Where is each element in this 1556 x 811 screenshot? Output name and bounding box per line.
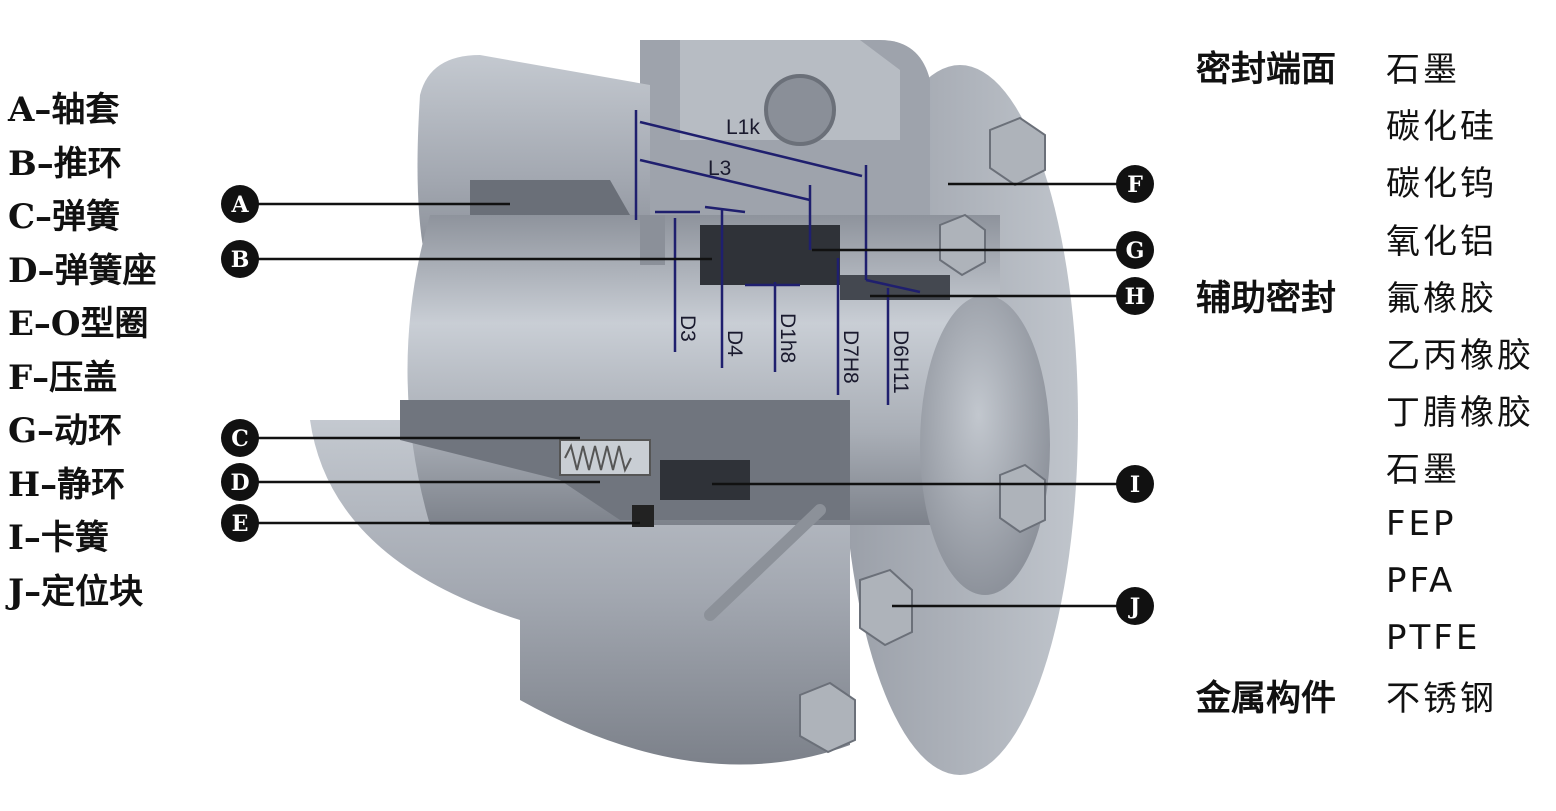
dim-label-d1h8: D1h8 [776,313,799,363]
legend-item-e: E–O型圈 [8,304,149,344]
legend-item-h: H–静环 [8,464,126,505]
material-category: 金属构件 [1196,678,1337,720]
materials-row: 碳化钨 [1196,152,1534,209]
material-value: 氟橡胶 [1386,278,1497,319]
callout-j: J [1116,587,1154,625]
legend-item-i: I–卡簧 [8,518,109,558]
material-value: 石墨 [1386,50,1460,91]
callout-i: I [1116,465,1154,503]
svg-text:D: D [230,470,249,496]
svg-text:B: B [231,247,250,273]
callout-d: D [221,463,259,501]
material-value: PTFE [1386,618,1481,659]
legend-item-g: G–动环 [8,411,123,451]
dim-label-d6h11: D6H11 [889,330,912,394]
dim-tick-d4 [704,205,746,214]
materials-row: 丁腈橡胶 [1196,381,1534,438]
dim-line-l1k [639,120,863,178]
parts-legend: A–轴套 B–推环 C–弹簧 D–弹簧座 E–O型圈 F–压盖 G–动环 H–静… [8,84,156,619]
materials-row: 辅助密封 氟橡胶 [1196,267,1534,324]
materials-row: 密封端面 石墨 [1196,38,1534,95]
callout-a: A [221,185,259,223]
dim-line-l3 [639,158,811,202]
locating-pin [704,504,826,621]
legend-item-d: D–弹簧座 [8,250,157,291]
dim-label-d4: D4 [723,330,746,357]
materials-row: 金属构件 不锈钢 [1196,667,1534,724]
materials-row: 乙丙橡胶 [1196,324,1534,381]
dim-ext-h [865,278,921,294]
material-value: 碳化硅 [1386,107,1497,148]
bolt-locator [859,568,913,647]
materials-row: 石墨 [1196,438,1534,495]
legend-item-b: B–推环 [8,143,122,184]
svg-text:A: A [230,192,249,218]
dim-label-l3: L3 [708,157,731,180]
svg-text:E: E [232,511,249,537]
spring-coil [564,443,632,473]
leader-lines [258,182,1118,608]
material-value: 氧化铝 [1386,221,1497,262]
set-screw [640,215,665,265]
svg-text:G: G [1126,238,1145,264]
threaded-port [764,74,836,146]
dimension-labels: L1k L3 D3 D4 D1h8 D7H8 D6H11 [676,116,912,394]
seal-body [310,40,1078,775]
material-value: PFA [1386,561,1456,602]
dim-label-d7h8: D7H8 [839,330,862,384]
legend-item-c: C–弹簧 [8,197,121,237]
material-value: 丁腈橡胶 [1386,393,1534,434]
bolt-mid [999,463,1046,534]
bolts [799,116,1046,754]
material-value: 碳化钨 [1386,164,1497,205]
materials-row: PFA [1196,553,1534,610]
svg-text:F: F [1127,172,1143,198]
svg-text:H: H [1125,284,1146,310]
callout-c: C [221,419,259,457]
material-category: 辅助密封 [1196,277,1337,319]
lower-ring-section [660,460,750,500]
callout-g: G [1116,231,1154,269]
legend-item-j: J–定位块 [8,571,144,612]
callout-h: H [1116,277,1154,315]
materials-table: 密封端面石墨 碳化硅 碳化钨 氧化铝 辅助密封氟橡胶 乙丙橡胶 丁腈橡胶 石墨 … [1196,38,1534,724]
legend-item-a: A–轴套 [8,90,120,130]
callout-b: B [221,240,259,278]
shaft-end-face [920,295,1050,595]
bolt-upper [939,213,986,277]
bolt-bottom [799,681,856,754]
bolt-top [989,116,1046,187]
upper-sleeve-section [470,180,630,215]
material-category: 密封端面 [1196,49,1337,91]
materials-row: 氧化铝 [1196,210,1534,267]
callout-f: F [1116,165,1154,203]
material-value: 石墨 [1386,450,1460,491]
o-ring-section [632,505,654,527]
materials-row: PTFE [1196,610,1534,667]
material-value: 不锈钢 [1386,679,1497,720]
materials-row: 碳化硅 [1196,95,1534,152]
material-value: FEP [1386,504,1457,545]
legend-item-f: F–压盖 [8,357,118,398]
svg-text:I: I [1130,472,1140,498]
materials-row: FEP [1196,496,1534,553]
rotating-ring-section [700,225,840,285]
svg-text:J: J [1128,594,1140,620]
material-value: 乙丙橡胶 [1386,336,1534,377]
dim-label-d3: D3 [676,315,699,342]
dim-label-l1k: L1k [726,116,760,139]
svg-text:C: C [231,426,249,452]
dimension-lines [634,110,921,405]
callouts: A B C D E F G H I J [221,165,1154,625]
callout-e: E [221,504,259,542]
